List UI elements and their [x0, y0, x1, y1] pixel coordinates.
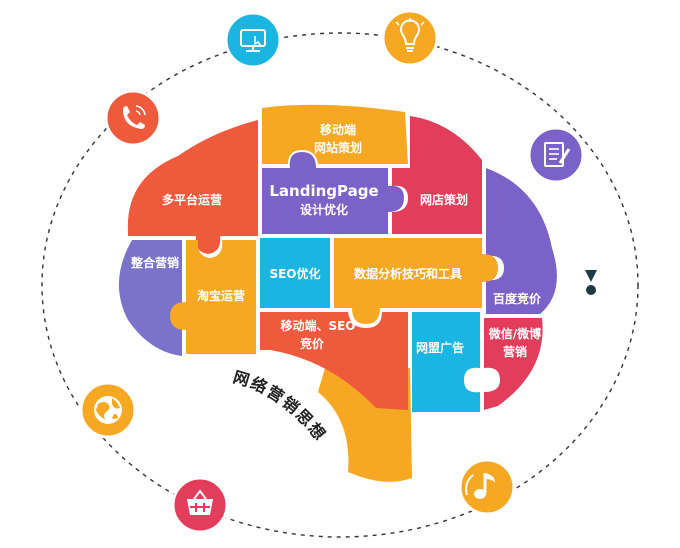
curved-title: 网络营销思想 [231, 367, 330, 445]
label-taobao: 淘宝运营 [197, 288, 245, 303]
label-multi-platform: 多平台运营 [162, 192, 222, 207]
curved-title-path: 网络营销思想 [231, 367, 328, 445]
brain [118, 104, 557, 412]
piece-shop-plan [392, 116, 482, 234]
orbit-arrow-head [585, 270, 597, 282]
label-seo: SEO优化 [269, 266, 320, 281]
notepad-pencil-icon [527, 126, 585, 184]
label-mobile-site-2: 网站策划 [314, 140, 362, 155]
globe-icon [79, 381, 137, 439]
piece-taobao [170, 240, 256, 354]
piece-landing-page [262, 152, 404, 234]
label-wechat-weibo-1: 微信/微博 [488, 326, 541, 341]
piece-baidu-bid [486, 168, 557, 314]
monitor-touch-icon [224, 11, 282, 69]
label-landing-page-1: LandingPage [269, 182, 378, 200]
piece-integrated [118, 240, 182, 356]
label-alliance-ads: 网盟广告 [416, 340, 464, 355]
label-wechat-weibo-2: 营销 [503, 344, 527, 359]
piece-multi-platform [127, 120, 258, 254]
piece-seo [260, 238, 330, 308]
lightbulb-icon [381, 9, 439, 67]
label-mobile-seo-2: 竞价 [300, 336, 325, 351]
label-mobile-site-1: 移动端 [320, 122, 356, 137]
label-integrated: 整合营销 [130, 255, 179, 270]
dashed-orbit [41, 32, 639, 538]
shopping-basket-icon [171, 476, 229, 534]
piece-wechat-weibo [484, 318, 543, 410]
label-baidu-bid: 百度竞价 [493, 291, 542, 306]
label-data-analysis: 数据分析技巧和工具 [354, 266, 462, 281]
piece-mobile-site [262, 104, 408, 164]
label-shop-plan: 网店策划 [420, 192, 468, 207]
phone-icon [104, 89, 162, 147]
label-landing-page-2: 设计优化 [300, 202, 348, 217]
piece-alliance-ads [412, 312, 480, 412]
label-mobile-seo-1: 移动端、SEO [280, 318, 355, 333]
piece-mobile-seo [260, 312, 408, 410]
music-note-icon [458, 458, 516, 516]
orbit-dot [586, 285, 596, 295]
piece-data-analysis [334, 238, 498, 324]
